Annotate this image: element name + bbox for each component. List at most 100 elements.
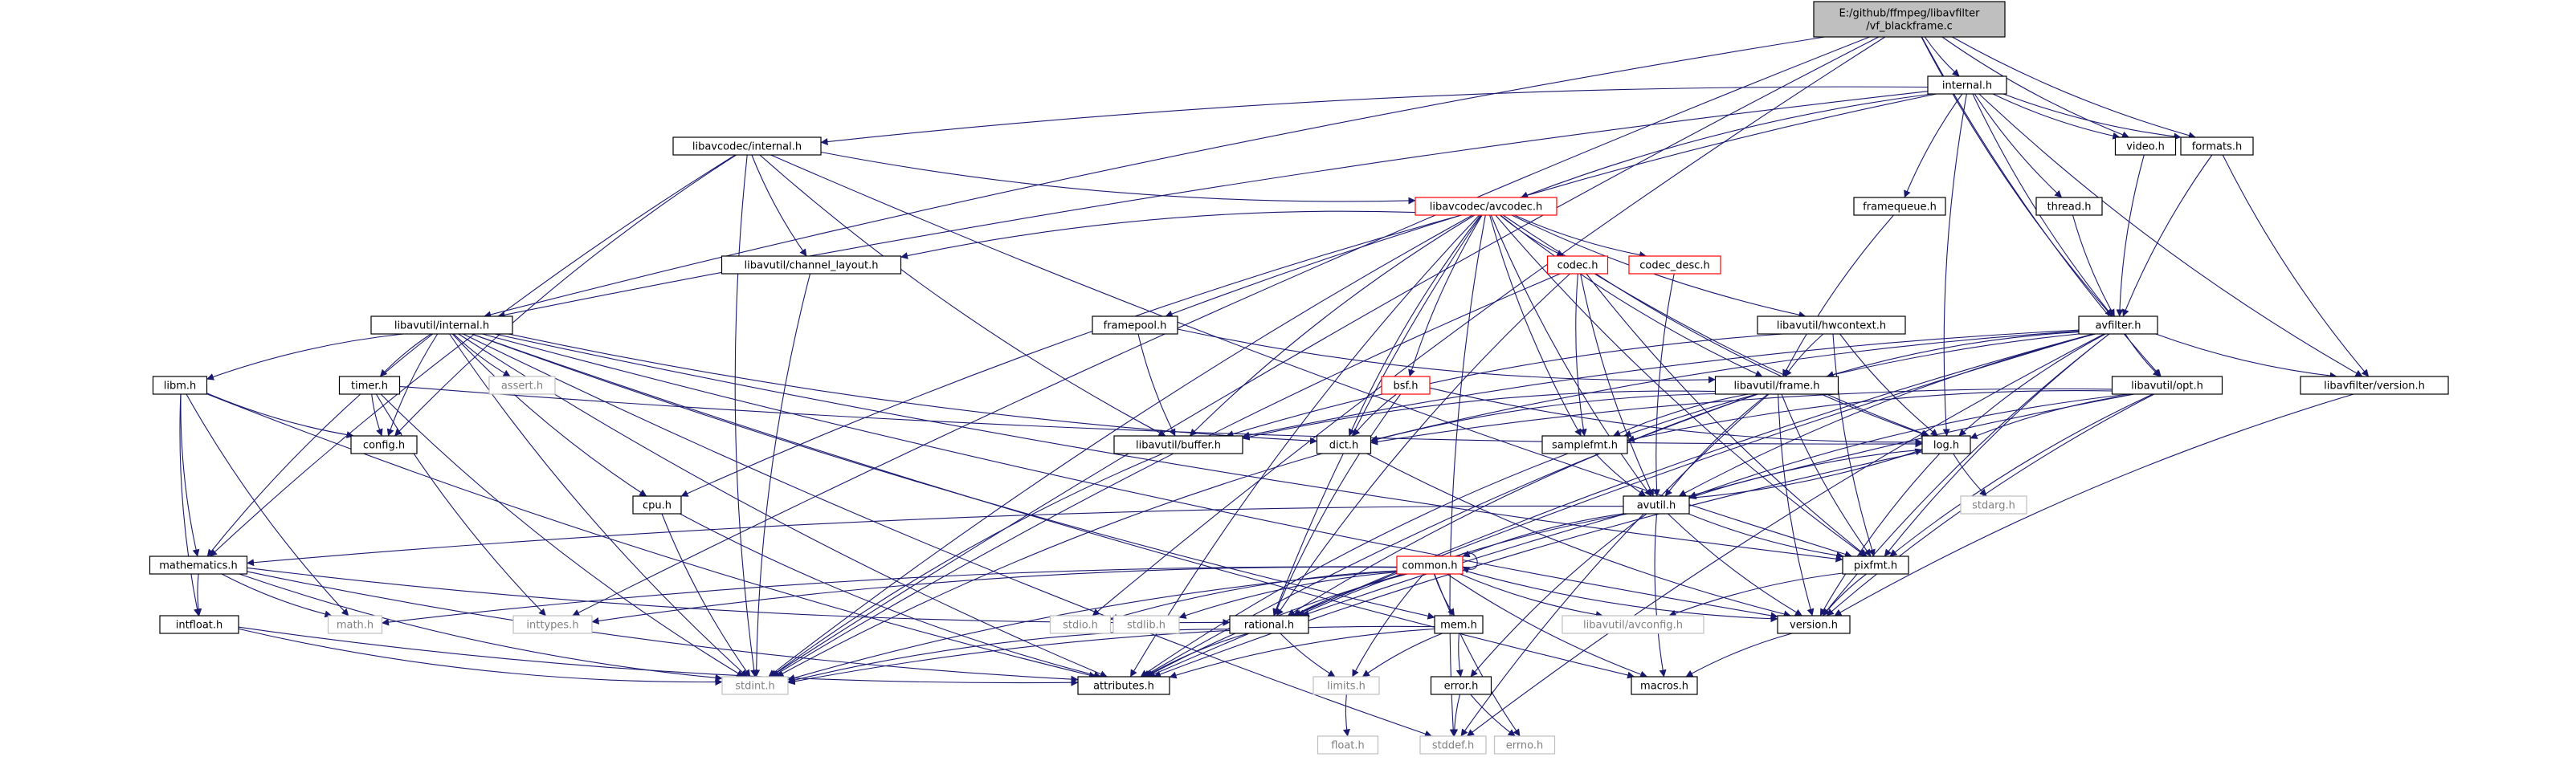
node-box: [2114, 136, 2177, 156]
node-box: [149, 555, 248, 575]
edge-n30-n33: [194, 573, 202, 617]
edge-n3-n14: [2122, 154, 2213, 317]
node-pixfmt-h[interactable]: pixfmt.h: [1842, 555, 1909, 575]
edge-n8-n42: [753, 273, 811, 678]
node-log-h[interactable]: log.h: [1921, 435, 1971, 454]
node-macros-h[interactable]: macros.h: [1631, 676, 1698, 695]
node-libavutil-internal-h[interactable]: libavutil/internal.h: [370, 315, 513, 335]
edge-n18-n24: [1352, 393, 1397, 437]
edge-n4-n7: [820, 151, 1416, 205]
edge-n11-n48: [463, 333, 1432, 738]
node-framequeue-h[interactable]: framequeue.h: [1853, 197, 1946, 216]
node-label: attributes.h: [1093, 681, 1154, 693]
edge-n1-n2: [1992, 93, 2121, 140]
edge-n16-n26: [399, 385, 1923, 448]
node-box: [1853, 197, 1946, 216]
edge-n27-n42: [661, 513, 751, 678]
node-label: limits.h: [1327, 681, 1366, 693]
node-libavutil-hwcontext-h[interactable]: libavutil/hwcontext.h: [1757, 315, 1906, 335]
node-framepool-h[interactable]: framepool.h: [1092, 315, 1178, 335]
node-label: log.h: [1933, 440, 1959, 452]
node-codec-h[interactable]: codec.h: [1546, 255, 1609, 275]
node-box: [350, 435, 418, 454]
node-libavfilter-version-h[interactable]: libavfilter/version.h: [2300, 376, 2449, 395]
node-vf-blackframe-c[interactable]: E:/github/ffmpeg/libavfilter/vf_blackfra…: [1813, 1, 2006, 38]
node-error-h[interactable]: error.h: [1430, 676, 1492, 695]
node-label: libavcodec/internal.h: [692, 141, 802, 153]
node-config-h[interactable]: config.h: [350, 435, 418, 454]
node-box: [1927, 75, 2007, 95]
node-formats-h[interactable]: formats.h: [2180, 136, 2254, 156]
node-internal-h[interactable]: internal.h: [1927, 75, 2007, 95]
node-version-h[interactable]: version.h: [1777, 615, 1851, 634]
edge-n12-n19: [1177, 328, 1716, 384]
node-box: [1757, 315, 1906, 335]
edge-n20-n28: [1688, 393, 2130, 499]
edge-n38-n44: [1280, 633, 1336, 678]
edge-n28-n45: [1470, 513, 1647, 678]
node-label: macros.h: [1640, 681, 1688, 693]
node-libavutil-channel-layout-h[interactable]: libavutil/channel_layout.h: [721, 255, 902, 275]
node-libavcodec-avcodec-h[interactable]: libavcodec/avcodec.h: [1415, 197, 1557, 216]
node-box: [1112, 615, 1180, 634]
edge-n7-n25: [1489, 214, 1582, 437]
node-libm-h[interactable]: libm.h: [152, 376, 208, 395]
edge-n16-n35: [375, 393, 546, 617]
node-label: stdlib.h: [1127, 620, 1166, 632]
edge-n7-n8: [900, 210, 1416, 259]
node-common-h[interactable]: common.h: [1396, 555, 1464, 575]
node-label: libm.h: [164, 380, 197, 393]
node-label: framequeue.h: [1863, 201, 1937, 214]
node-box: [327, 615, 383, 634]
edge-n44-n47: [1343, 694, 1350, 737]
node-avfilter-h[interactable]: avfilter.h: [2078, 315, 2158, 335]
node-libavutil-frame-h[interactable]: libavutil/frame.h: [1714, 376, 1839, 395]
node-box: [1049, 615, 1112, 634]
edge-n7-n43: [1129, 214, 1480, 678]
node-box: [1546, 255, 1609, 275]
node-timer-h[interactable]: timer.h: [338, 376, 401, 395]
node-codec-desc-h[interactable]: codec_desc.h: [1628, 255, 1721, 275]
node-box: [1813, 1, 2006, 38]
edge-n31-n40: [1462, 569, 1778, 623]
node-box: [1493, 735, 1556, 755]
node-label: stdarg.h: [1972, 500, 2015, 512]
node-attributes-h[interactable]: attributes.h: [1077, 676, 1170, 695]
edge-n12-n23: [1137, 333, 1176, 437]
edge-n20-n24: [1370, 388, 2113, 446]
edge-n15-n43: [206, 393, 1096, 679]
node-intfloat-h[interactable]: intfloat.h: [159, 615, 239, 634]
node-label: samplefmt.h: [1552, 440, 1618, 452]
node-box: [1381, 376, 1431, 395]
node-dict-h[interactable]: dict.h: [1316, 435, 1372, 454]
edge-n14-n21: [2155, 333, 2337, 380]
node-libavcodec-internal-h[interactable]: libavcodec/internal.h: [672, 136, 822, 156]
edge-n31-n49: [1434, 573, 1521, 737]
edge-n30-n34: [221, 573, 333, 618]
node-label: inttypes.h: [526, 620, 578, 632]
node-rational-h[interactable]: rational.h: [1229, 615, 1309, 634]
node-cpu-h[interactable]: cpu.h: [632, 495, 682, 515]
node-libavutil-opt-h[interactable]: libavutil/opt.h: [2111, 376, 2223, 395]
node-samplefmt-h[interactable]: samplefmt.h: [1541, 435, 1628, 454]
edge-n14-n25: [1623, 333, 2080, 437]
node-label: libavutil/frame.h: [1734, 380, 1820, 393]
edge-n11-n30: [206, 333, 434, 557]
edge-n10-n28: [1652, 273, 1675, 497]
edge-n18-n26: [1429, 387, 1923, 446]
edge-n15-n30: [180, 393, 200, 557]
node-label: timer.h: [351, 380, 388, 393]
node-mem-h[interactable]: mem.h: [1434, 615, 1484, 634]
edge-n19-n25: [1613, 393, 1749, 437]
node-mathematics-h[interactable]: mathematics.h: [149, 555, 248, 575]
node-libavutil-buffer-h[interactable]: libavutil/buffer.h: [1113, 435, 1243, 454]
edge-n7-n18: [1408, 214, 1483, 377]
node-bsf-h[interactable]: bsf.h: [1381, 376, 1431, 395]
node-video-h[interactable]: video.h: [2114, 136, 2177, 156]
node-label: bsf.h: [1393, 380, 1418, 393]
node-label: internal.h: [1942, 80, 1992, 92]
edge-n9-n25: [1575, 273, 1587, 437]
node-avutil-h[interactable]: avutil.h: [1623, 495, 1690, 515]
node-thread-h[interactable]: thread.h: [2035, 197, 2103, 216]
node-box: [1316, 435, 1372, 454]
